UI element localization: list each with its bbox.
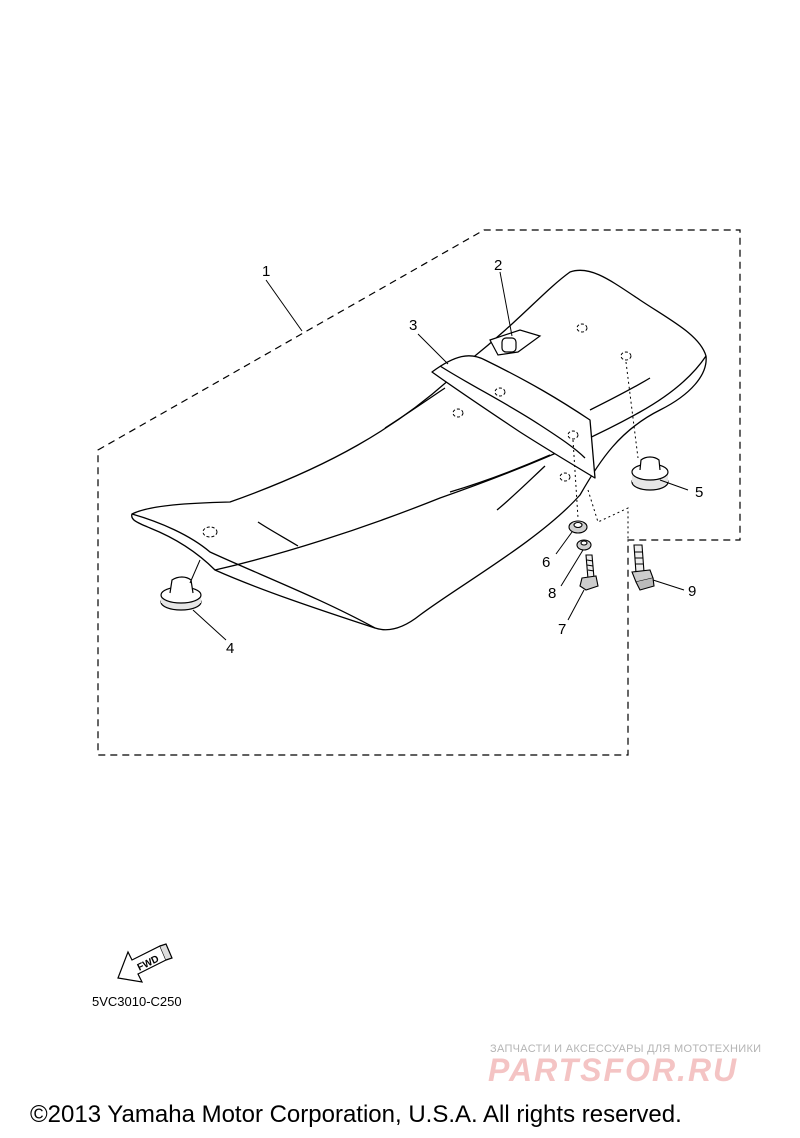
callout-3: 3 — [409, 317, 417, 334]
callout-8: 8 — [548, 585, 556, 602]
callout-1: 1 — [262, 263, 270, 280]
seat-crease-2 — [449, 454, 551, 493]
seat-strap — [431, 355, 596, 479]
callout-7: 7 — [558, 621, 566, 638]
seat-outline — [131, 269, 707, 631]
copyright-notice: ©2013 Yamaha Motor Corporation, U.S.A. A… — [30, 1101, 682, 1128]
part-2-hook — [489, 329, 542, 356]
part-9-bolt — [631, 544, 655, 591]
seat-crease-1 — [384, 387, 446, 429]
fwd-arrow-icon — [117, 943, 173, 983]
seat-crease-4 — [257, 521, 299, 547]
callout-9: 9 — [688, 583, 696, 600]
callout-2: 2 — [494, 257, 502, 274]
seat — [131, 269, 707, 631]
part-7-bolt — [579, 554, 599, 591]
mount-holes — [202, 323, 632, 538]
leader-lines — [189, 271, 689, 641]
watermark-tagline: ЗАПЧАСТИ И АКСЕССУАРЫ ДЛЯ МОТОТЕХНИКИ — [490, 1043, 762, 1055]
callout-4: 4 — [226, 640, 234, 657]
part-6-washer — [568, 520, 588, 534]
seat-crease-3 — [496, 465, 546, 511]
part-8-collar — [576, 539, 592, 551]
watermark-logo: PARTSFOR.RU — [488, 1052, 739, 1088]
alignment-lines — [572, 361, 639, 542]
callout-5: 5 — [695, 484, 703, 501]
part-4-damper — [160, 576, 202, 611]
seat-strap-inner — [439, 365, 586, 459]
part-code: 5VC3010-C250 — [92, 994, 182, 1009]
seat-crease-5 — [589, 377, 651, 411]
callout-6: 6 — [542, 554, 550, 571]
assembly-boundary — [97, 229, 741, 756]
seat-front-edge — [131, 513, 376, 629]
part-5-damper — [631, 456, 669, 491]
